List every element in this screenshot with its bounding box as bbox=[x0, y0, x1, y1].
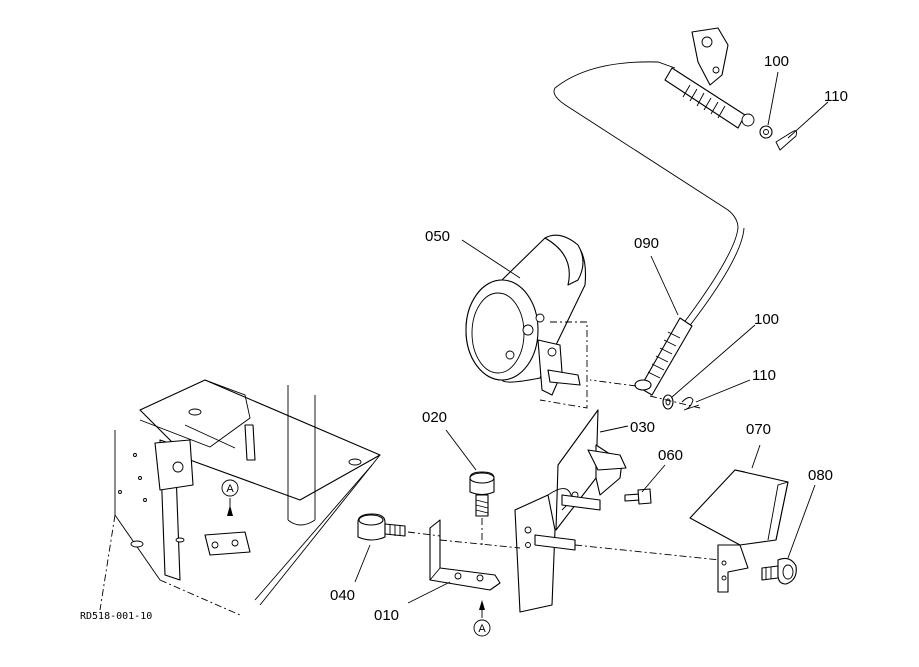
reference-marker-bracket-label: A bbox=[478, 623, 486, 635]
reference-arrow-frame bbox=[227, 505, 233, 516]
engine-frame bbox=[99, 379, 381, 616]
washer-100-lower bbox=[662, 394, 674, 410]
throttle-cable bbox=[553, 27, 755, 396]
bracket-030 bbox=[514, 409, 627, 613]
callout-040: 040 bbox=[330, 587, 355, 604]
callout-050: 050 bbox=[425, 228, 450, 245]
callout-020: 020 bbox=[422, 409, 447, 426]
callout-010: 010 bbox=[374, 607, 399, 624]
bolt-040 bbox=[357, 513, 406, 541]
reference-marker-frame-label: A bbox=[226, 483, 234, 495]
pin-axis-line bbox=[649, 395, 701, 409]
bolt-080 bbox=[761, 557, 797, 585]
pin-110-upper bbox=[775, 130, 797, 151]
cover-070 bbox=[689, 469, 789, 593]
callout-100-upper: 100 bbox=[764, 53, 789, 70]
stop-solenoid-050 bbox=[465, 234, 587, 396]
callout-090: 090 bbox=[634, 235, 659, 252]
callout-060: 060 bbox=[658, 447, 683, 464]
callout-100-lower: 100 bbox=[754, 311, 779, 328]
callout-080: 080 bbox=[808, 467, 833, 484]
assembly-axis-line bbox=[407, 531, 721, 561]
bracket-010 bbox=[429, 519, 501, 591]
bolt-020 bbox=[469, 471, 495, 545]
callout-110-upper: 110 bbox=[824, 88, 848, 105]
reference-arrow-bracket bbox=[479, 600, 485, 610]
bolt-060 bbox=[624, 488, 652, 505]
pin-110-lower bbox=[681, 397, 700, 411]
washer-100-upper bbox=[759, 125, 773, 139]
callout-110-lower: 110 bbox=[752, 367, 776, 384]
reference-marker-frame: A bbox=[221, 479, 239, 516]
callout-070: 070 bbox=[746, 421, 771, 438]
alignment-line bbox=[539, 321, 588, 409]
callout-030: 030 bbox=[630, 419, 655, 436]
figure-id: RD518-001-10 bbox=[80, 611, 152, 622]
reference-marker-bracket: A bbox=[473, 600, 491, 637]
leader-lines bbox=[354, 71, 829, 604]
